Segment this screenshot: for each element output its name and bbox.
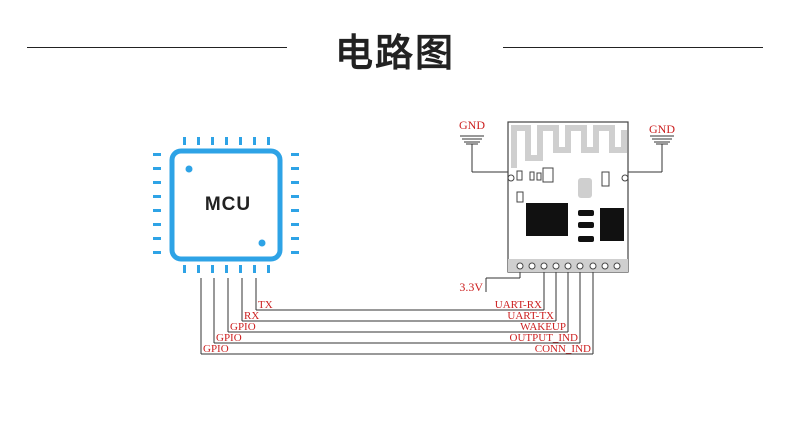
gnd-left-label: GND bbox=[459, 118, 485, 132]
mcu-pin-label-rx: RX bbox=[244, 310, 259, 322]
smd-component bbox=[578, 236, 594, 242]
mcu-right-pins bbox=[291, 153, 299, 254]
smd-component bbox=[516, 170, 523, 181]
mcu-body bbox=[169, 148, 283, 262]
smd-component bbox=[578, 222, 594, 228]
main-chip bbox=[526, 203, 568, 236]
title-left-rule bbox=[27, 47, 287, 48]
mcu-bottom-pins bbox=[183, 265, 270, 273]
mcu-corner-dot bbox=[258, 239, 266, 247]
module-pin-label-wakeup: WAKEUP bbox=[520, 321, 566, 333]
mcu-pin-label-gpio: GPIO bbox=[230, 321, 256, 333]
module-side-pad bbox=[507, 174, 515, 182]
module-side-pad bbox=[621, 174, 629, 182]
smd-component bbox=[542, 167, 554, 183]
mcu-top-pins bbox=[183, 137, 270, 145]
wires bbox=[200, 144, 663, 355]
mcu-pin1-dot bbox=[185, 165, 193, 173]
module-pin-pads bbox=[516, 262, 621, 270]
crystal bbox=[578, 178, 592, 198]
gnd-symbol-right bbox=[650, 135, 674, 145]
smd-component bbox=[529, 171, 535, 181]
module-pin-label-output-ind: OUTPUT_IND bbox=[510, 332, 578, 344]
title-right-rule bbox=[503, 47, 763, 48]
smd-component bbox=[536, 172, 542, 181]
mcu-chip bbox=[153, 137, 299, 273]
antenna-trace bbox=[511, 125, 627, 168]
mcu-pin-label-gpio: GPIO bbox=[203, 343, 229, 355]
mcu-pin-label-gpio: GPIO bbox=[216, 332, 242, 344]
mcu-pin-label-tx: TX bbox=[258, 299, 273, 311]
mcu-left-pins bbox=[153, 153, 161, 254]
power-label: 3.3V bbox=[459, 280, 483, 294]
bluetooth-module bbox=[507, 121, 629, 273]
gnd-symbol-left bbox=[460, 135, 484, 145]
module-pin-label-uart-tx: UART-TX bbox=[507, 310, 554, 322]
page-title: 电路图 bbox=[334, 31, 455, 75]
title-bar: 电路图 bbox=[0, 0, 790, 90]
gnd-right-label: GND bbox=[649, 122, 675, 136]
module-pin-label-uart-rx: UART-RX bbox=[495, 299, 542, 311]
smd-component bbox=[516, 191, 524, 203]
mcu-label: MCU bbox=[205, 194, 251, 215]
flash-chip bbox=[600, 208, 624, 241]
module-pin-label-conn-ind: CONN_IND bbox=[535, 343, 591, 355]
smd-component bbox=[601, 171, 610, 187]
smd-component bbox=[578, 210, 594, 216]
